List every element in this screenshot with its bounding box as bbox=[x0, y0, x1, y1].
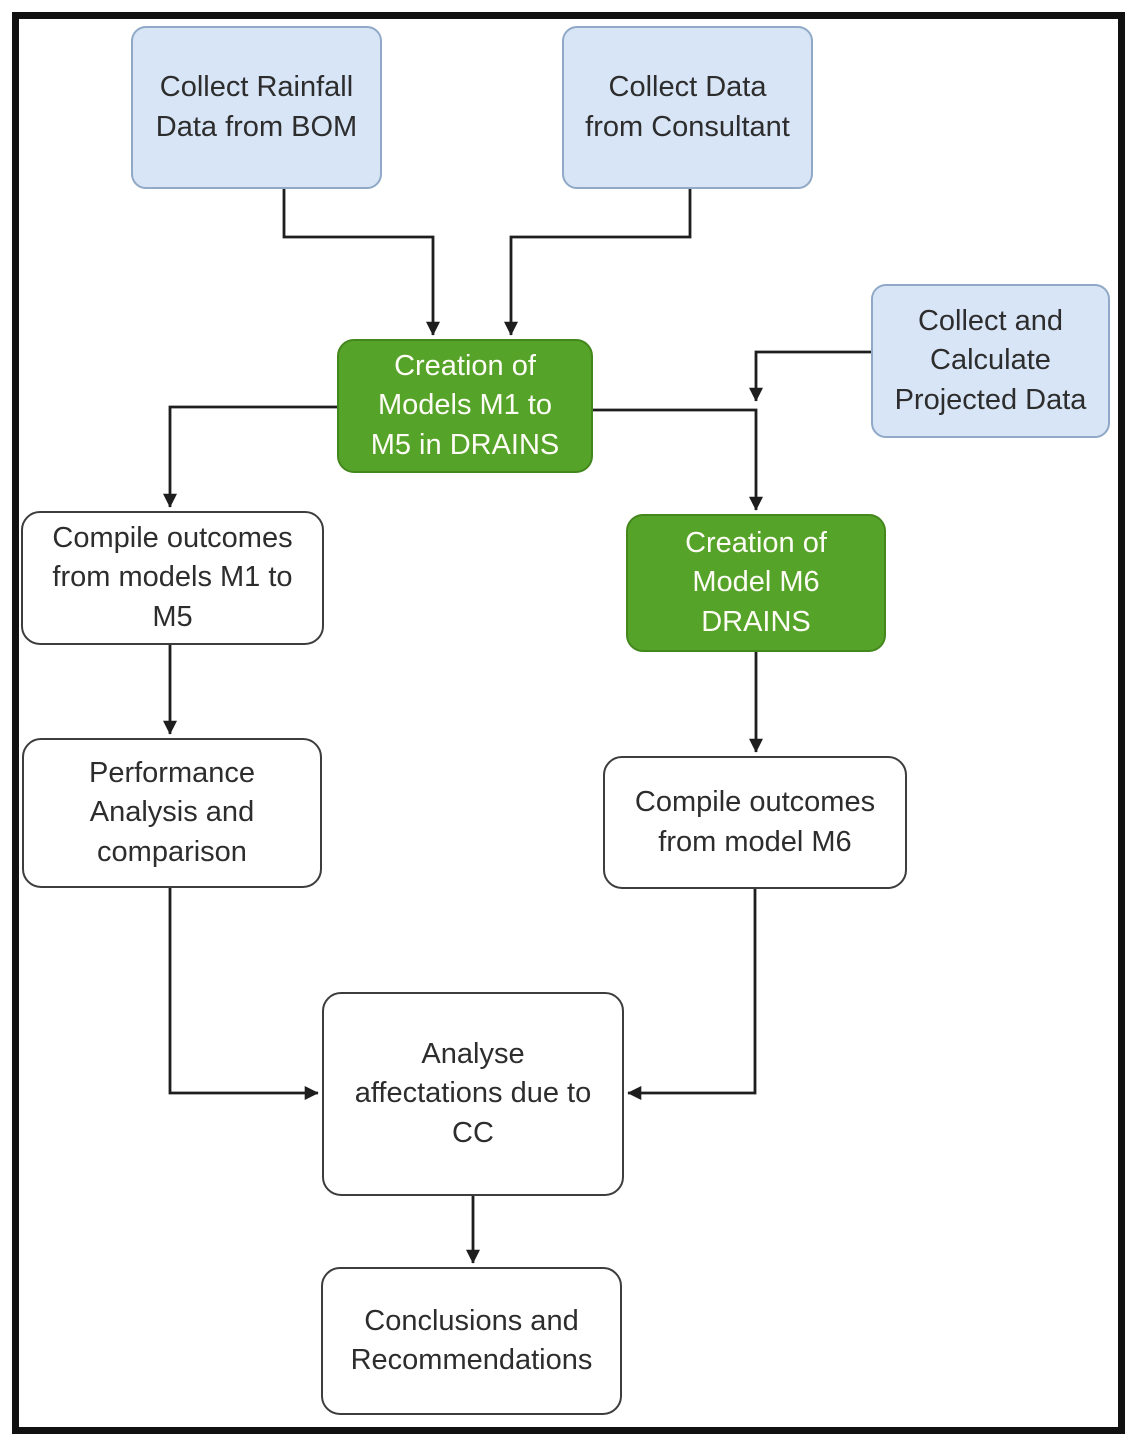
edge-collect-consultant-to-creation-m1-m5 bbox=[504, 189, 692, 336]
node-performance-analysis: Performance Analysis and comparison bbox=[22, 738, 322, 888]
edge-compile-m6-to-analyse-cc bbox=[627, 889, 757, 1100]
edge-performance-to-analyse-cc bbox=[168, 888, 319, 1100]
node-label: Conclusions and Recommendations bbox=[350, 1304, 593, 1376]
edge-creation-m1-m5-to-compile-m1-m5 bbox=[163, 405, 337, 508]
node-collect-projected: Collect and Calculate Projected Data bbox=[871, 284, 1110, 438]
edge-collect-projected-to-creation-m6 bbox=[749, 350, 871, 402]
node-label: Compile outcomes from model M6 bbox=[634, 786, 876, 858]
node-conclusions-recommendations: Conclusions and Recommendations bbox=[321, 1267, 622, 1415]
node-label: Performance Analysis and comparison bbox=[88, 757, 255, 868]
node-collect-consultant: Collect Data from Consultant bbox=[562, 26, 813, 189]
node-label: Compile outcomes from models M1 to M5 bbox=[52, 522, 293, 633]
node-creation-m1-m5: Creation of Models M1 to M5 in DRAINS bbox=[337, 339, 593, 473]
node-compile-m1-m5: Compile outcomes from models M1 to M5 bbox=[21, 511, 324, 645]
node-label: Collect Data from Consultant bbox=[585, 71, 790, 143]
node-label: Creation of Model M6 DRAINS bbox=[685, 527, 827, 638]
node-collect-rainfall: Collect Rainfall Data from BOM bbox=[131, 26, 382, 189]
node-creation-m6: Creation of Model M6 DRAINS bbox=[626, 514, 886, 652]
node-label: Collect Rainfall Data from BOM bbox=[155, 71, 358, 143]
node-label: Creation of Models M1 to M5 in DRAINS bbox=[370, 350, 560, 461]
node-compile-m6: Compile outcomes from model M6 bbox=[603, 756, 907, 889]
node-analyse-affectations-cc: Analyse affectations due to CC bbox=[322, 992, 624, 1196]
node-label: Collect and Calculate Projected Data bbox=[894, 305, 1087, 416]
edge-collect-rainfall-to-creation-m1-m5 bbox=[282, 189, 440, 336]
edge-creation-m1-m5-to-creation-m6 bbox=[593, 408, 763, 511]
node-label: Analyse affectations due to CC bbox=[354, 1038, 592, 1149]
